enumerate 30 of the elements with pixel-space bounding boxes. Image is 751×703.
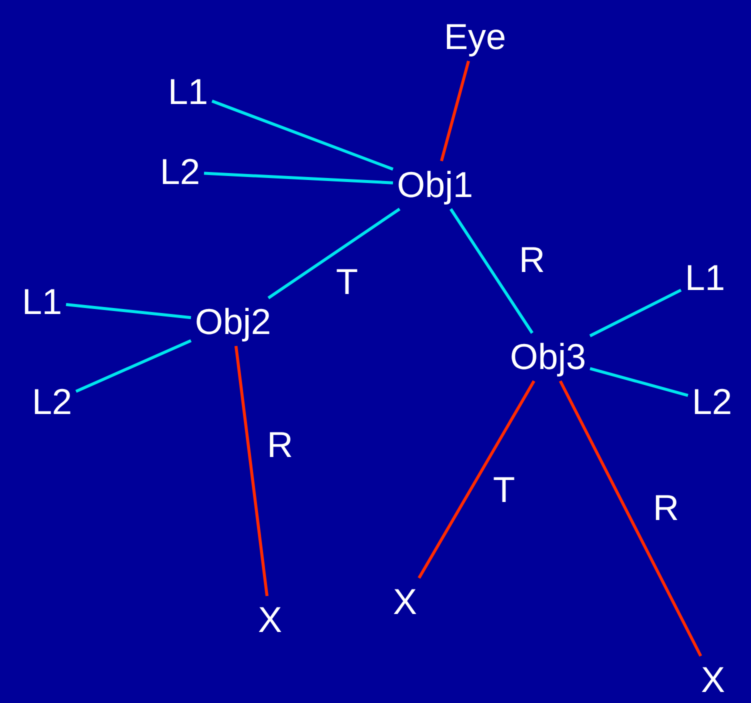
connector-line — [75, 339, 192, 393]
connector-line — [450, 208, 534, 334]
node-label: L1 — [18, 278, 66, 326]
connector-line — [440, 60, 470, 162]
connector-line — [268, 208, 400, 300]
connector-line — [558, 380, 702, 657]
connector-line — [212, 100, 394, 171]
connector-line — [418, 380, 536, 579]
edge-label: T — [493, 472, 515, 508]
node-label: Obj2 — [190, 298, 276, 346]
node-label: Obj1 — [392, 161, 478, 209]
edge-label: R — [653, 490, 679, 526]
node-label: L2 — [28, 378, 76, 426]
connector-line — [590, 367, 688, 397]
connector-line — [204, 172, 394, 184]
edge-label: R — [519, 242, 545, 278]
node-label: L2 — [688, 378, 736, 426]
connector-line — [234, 346, 268, 596]
edge-label: T — [336, 264, 358, 300]
node-label: L2 — [156, 148, 204, 196]
node-label: Eye — [440, 13, 510, 61]
node-label: L1 — [164, 68, 212, 116]
node-label: X — [697, 656, 729, 703]
connector-line — [589, 288, 682, 338]
edge-label: R — [267, 427, 293, 463]
node-label: X — [254, 596, 286, 644]
node-label: Obj3 — [506, 333, 590, 381]
node-label: L1 — [680, 254, 730, 302]
node-label: X — [389, 578, 421, 626]
connector-line — [66, 303, 192, 320]
